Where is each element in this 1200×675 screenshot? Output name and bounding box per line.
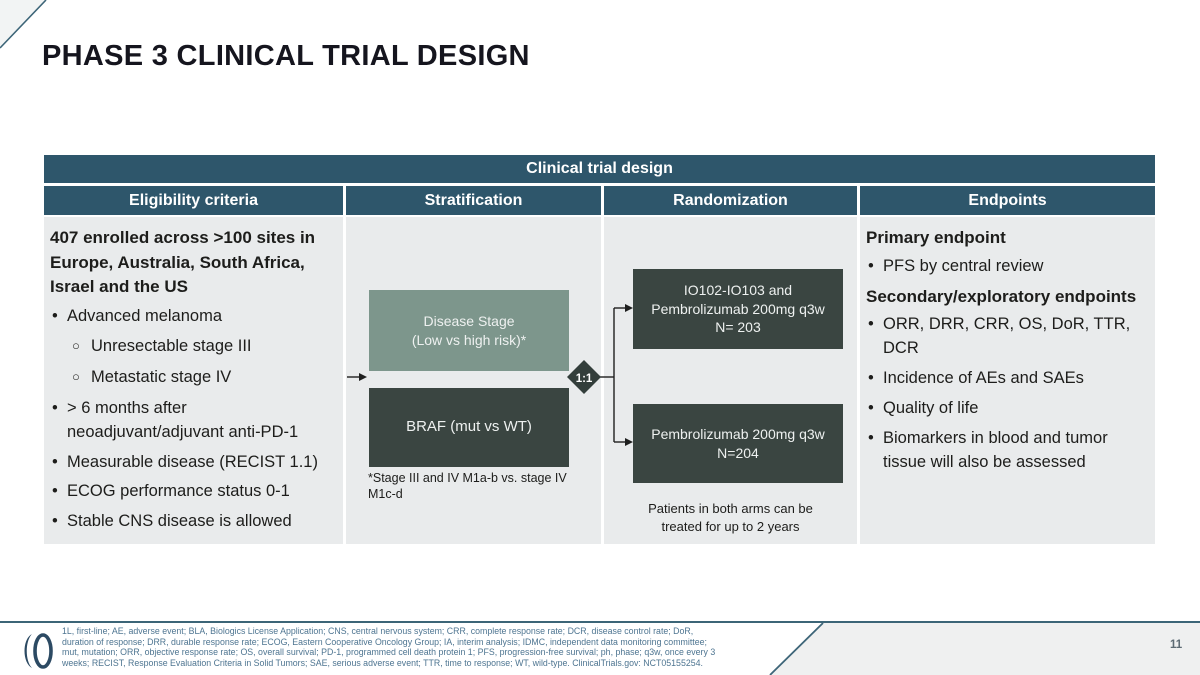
braf-box: BRAF (mut vs WT)	[369, 388, 569, 467]
list-item: Quality of life	[866, 397, 1149, 421]
eligibility-intro: 407 enrolled across >100 sites in Europe…	[50, 228, 316, 297]
disease-stage-box: Disease Stage (Low vs high risk)*	[369, 290, 569, 371]
page-number: 11	[1170, 639, 1183, 651]
abbreviations-footnote: 1L, first-line; AE, adverse event; BLA, …	[62, 626, 770, 669]
list-item: ECOG performance status 0-1	[50, 480, 335, 504]
table-banner: Clinical trial design	[44, 155, 1155, 183]
footnote-line: weeks; RECIST, Response Evaluation Crite…	[62, 658, 703, 669]
list-item: > 6 months after neoadjuvant/adjuvant an…	[50, 397, 335, 445]
endpoints-cell: Primary endpoint PFS by central review S…	[860, 217, 1155, 544]
table-header-row: Eligibility criteria Stratification Rand…	[44, 186, 1155, 215]
table-body-row: 407 enrolled across >100 sites in Europe…	[44, 217, 1155, 544]
stratification-footnote: *Stage III and IV M1a-b vs. stage IV M1c…	[368, 471, 567, 502]
primary-endpoint-heading: Primary endpoint	[866, 228, 1006, 247]
arm1-box: IO102-IO103 and Pembrolizumab 200mg q3w …	[633, 269, 843, 349]
footnote-line: mut, mutation; ORR, objective response r…	[62, 647, 716, 658]
list-item: Unresectable stage III	[72, 335, 335, 359]
list-item: Metastatic stage IV	[72, 366, 335, 390]
io-biotech-logo-icon	[24, 633, 53, 669]
list-item: Biomarkers in blood and tumor tissue wil…	[866, 427, 1149, 475]
column-header-eligibility: Eligibility criteria	[44, 186, 343, 215]
list-item: Stable CNS disease is allowed	[50, 510, 335, 534]
column-header-stratification: Stratification	[346, 186, 601, 215]
page-title: PHASE 3 CLINICAL TRIAL DESIGN	[42, 40, 530, 72]
eligibility-cell: 407 enrolled across >100 sites in Europe…	[44, 217, 343, 544]
footer-divider-line	[0, 621, 1200, 623]
list-item: PFS by central review	[866, 255, 1149, 279]
randomization-cell: IO102-IO103 and Pembrolizumab 200mg q3w …	[604, 217, 857, 544]
footnote-line: duration of response; DRR, durable respo…	[62, 636, 707, 647]
list-item: Incidence of AEs and SAEs	[866, 367, 1149, 391]
clinical-trial-design-table: Clinical trial design Eligibility criter…	[44, 155, 1155, 544]
list-item: Advanced melanoma	[50, 305, 335, 329]
footer-wedge-decoration-icon	[769, 622, 1200, 675]
column-header-randomization: Randomization	[604, 186, 857, 215]
randomization-caption: Patients in both arms can be treated for…	[648, 501, 813, 534]
secondary-endpoints-heading: Secondary/exploratory endpoints	[866, 286, 1137, 306]
footnote-line: 1L, first-line; AE, adverse event; BLA, …	[62, 626, 694, 636]
stratification-cell: Disease Stage (Low vs high risk)* BRAF (…	[346, 217, 601, 544]
list-item: Measurable disease (RECIST 1.1)	[50, 451, 335, 475]
arm2-box: Pembrolizumab 200mg q3w N=204	[633, 404, 843, 483]
list-item: ORR, DRR, CRR, OS, DoR, TTR, DCR	[866, 313, 1149, 361]
column-header-endpoints: Endpoints	[860, 186, 1155, 215]
corner-decoration-icon	[0, 0, 47, 49]
